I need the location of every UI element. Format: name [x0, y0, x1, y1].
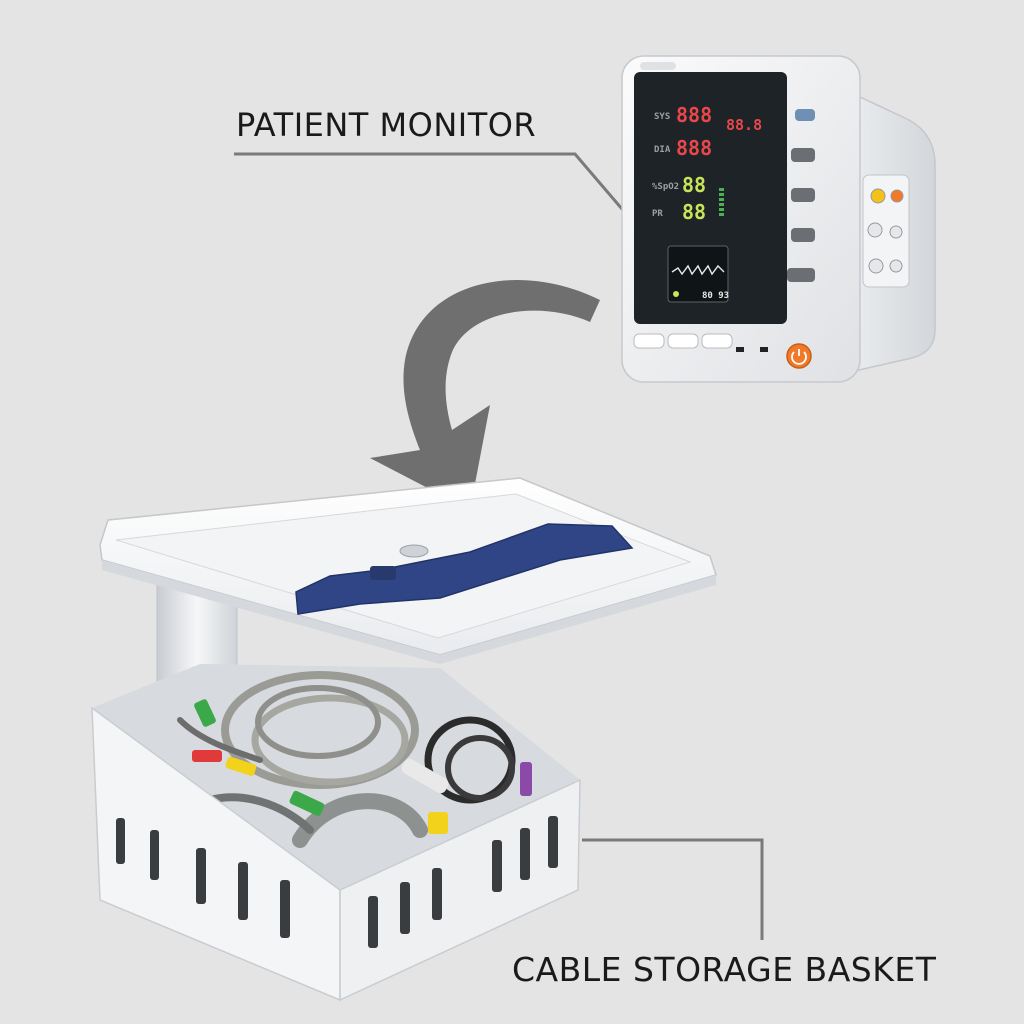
waveform-display: [667, 245, 729, 303]
status-led-icon: [673, 291, 679, 297]
bottom-button-3[interactable]: [701, 333, 733, 349]
patient-monitor: SYS 888 DIA 888 %SpO2 88 PR 88 88.8 80 9…: [621, 55, 936, 383]
bottom-buttons: [633, 333, 768, 352]
side-button-2[interactable]: [791, 188, 815, 202]
basket-vent-slots: [116, 816, 558, 948]
aux-port-icon: [868, 258, 884, 274]
electrode-clips: [192, 699, 532, 834]
spo2-reading: 88: [682, 173, 706, 197]
stored-cables: [177, 671, 516, 848]
menu-button[interactable]: [795, 109, 815, 121]
indicator-led-2: [760, 347, 768, 352]
handle-slot: [640, 62, 676, 70]
side-button-3[interactable]: [791, 228, 815, 242]
curved-arrow-icon: [370, 280, 600, 510]
sys-tag: SYS: [654, 112, 670, 122]
patient-monitor-label: PATIENT MONITOR: [236, 106, 537, 144]
spo2-tag: %SpO2: [652, 182, 679, 192]
nibp-port-icon: [889, 225, 903, 239]
pr-tag: PR: [652, 209, 663, 219]
side-button-1[interactable]: [791, 148, 815, 162]
pr-reading: 88: [682, 200, 706, 224]
pleth-bar-graph: [719, 188, 724, 216]
cable-storage-basket: [91, 664, 581, 1002]
basket-leader-line: [582, 838, 764, 940]
temp-port-icon: [890, 189, 904, 203]
strap-buckle: [370, 566, 396, 580]
bottom-button-1[interactable]: [633, 333, 665, 349]
sys-reading: 888: [676, 103, 712, 127]
waveform-trace: [671, 264, 725, 276]
aux2-port-icon: [889, 259, 903, 273]
side-buttons: [787, 109, 815, 282]
cable-storage-basket-label: CABLE STORAGE BASKET: [512, 950, 937, 989]
side-button-4[interactable]: [787, 268, 815, 282]
mount-screw-icon: [399, 544, 429, 558]
indicator-led-1: [736, 347, 744, 352]
spo2-port-icon: [870, 188, 886, 204]
mounting-tray: [99, 477, 717, 701]
temp-reading: 88.8: [726, 116, 762, 134]
power-icon: [791, 349, 807, 365]
ecg-port-icon: [867, 222, 883, 238]
dia-reading: 888: [676, 136, 712, 160]
mini-readout: 80 93: [702, 291, 729, 301]
monitor-leader-line: [234, 152, 630, 217]
dia-tag: DIA: [654, 145, 671, 155]
bottom-button-2[interactable]: [667, 333, 699, 349]
